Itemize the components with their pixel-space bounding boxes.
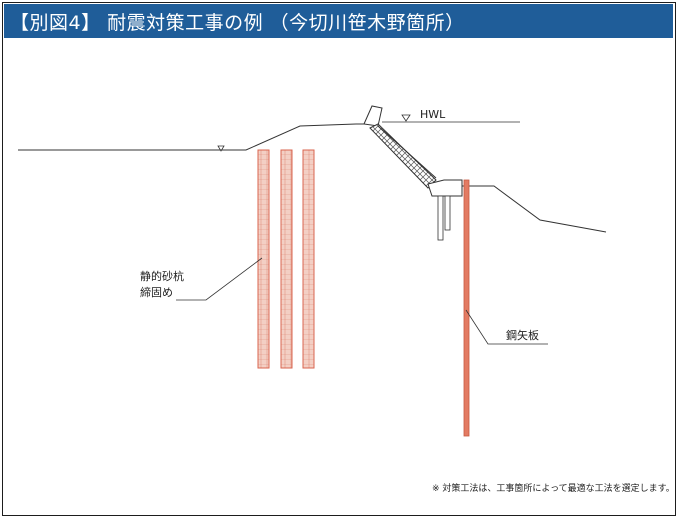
revetment-slope bbox=[369, 123, 437, 189]
parapet-wall bbox=[363, 105, 383, 127]
footnote: ※ 対策工法は、工事箇所によって最適な工法を選定します。 bbox=[432, 484, 675, 494]
toe-pile-2 bbox=[444, 195, 451, 231]
leader-line-sand-pile bbox=[176, 257, 263, 301]
toe-block bbox=[427, 179, 463, 197]
slope-line bbox=[377, 125, 437, 179]
sand-pile-2 bbox=[280, 149, 293, 369]
water-level-icon bbox=[401, 114, 411, 122]
sand-pile-label-line1: 静的砂杭 bbox=[140, 269, 184, 283]
hwl-label: HWL bbox=[420, 108, 446, 121]
toe-pile-1 bbox=[437, 195, 444, 241]
steel-sheet-pile bbox=[463, 179, 470, 437]
riverbed-line bbox=[462, 185, 607, 233]
figure-frame bbox=[2, 2, 676, 516]
ground-line-landside bbox=[18, 123, 357, 151]
sand-pile-1 bbox=[257, 149, 270, 369]
sand-pile-3 bbox=[302, 149, 315, 369]
leader-line-sheet-pile bbox=[465, 309, 548, 345]
sand-pile-label-line2: 締固め bbox=[140, 285, 173, 299]
ground-marker-icon bbox=[217, 145, 225, 152]
sheet-pile-label: 鋼矢板 bbox=[506, 328, 539, 342]
figure-title-bar: 【別図4】 耐震対策工事の例 （今切川笹木野箇所） bbox=[4, 4, 673, 38]
figure-title: 【別図4】 耐震対策工事の例 （今切川笹木野箇所） bbox=[10, 11, 465, 34]
